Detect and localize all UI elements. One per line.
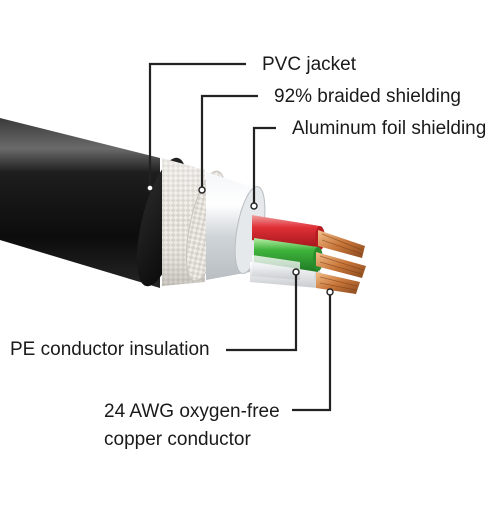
leader-pe (226, 272, 298, 352)
pe-insulation-wires (250, 215, 325, 288)
label-conductor-line1: 24 AWG oxygen-free (104, 401, 280, 422)
label-pe-insulation: PE conductor insulation (10, 339, 210, 360)
label-foil-shielding: Aluminum foil shielding (292, 118, 487, 139)
leader-pvc (148, 62, 246, 188)
leader-foil (252, 126, 276, 206)
label-conductor-line2: copper conductor (104, 429, 251, 450)
label-pvc-jacket: PVC jacket (262, 54, 356, 75)
label-braided-shielding: 92% braided shielding (274, 86, 461, 107)
leader-lines (148, 62, 332, 412)
label-copper-conductor: 24 AWG oxygen-free copper conductor (104, 398, 280, 454)
leader-dots (146, 184, 334, 296)
leader-conductor (292, 292, 332, 412)
leader-braid (200, 94, 258, 190)
copper-conductors (316, 230, 366, 294)
